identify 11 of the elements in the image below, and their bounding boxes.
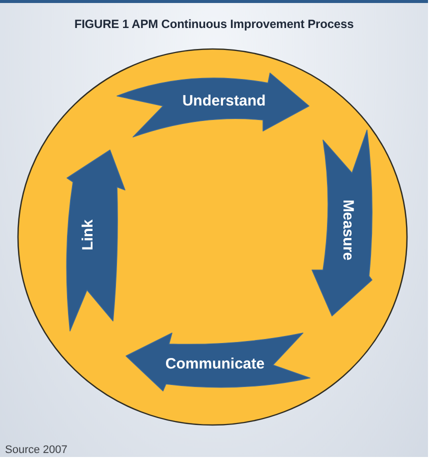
curved-arrow — [66, 150, 125, 331]
curved-arrow — [312, 130, 372, 316]
cycle-circle — [17, 48, 408, 426]
arrow-label: Communicate — [165, 356, 265, 372]
arrow-label: Measure — [340, 200, 356, 260]
arrow-label: Link — [80, 220, 96, 250]
curved-arrow — [126, 333, 310, 391]
source-note: Source 2007 — [5, 444, 68, 457]
figure-title: FIGURE 1 APM Continuous Improvement Process — [73, 17, 355, 32]
curved-arrow — [117, 73, 309, 137]
arrow-label: Understand — [182, 92, 266, 110]
